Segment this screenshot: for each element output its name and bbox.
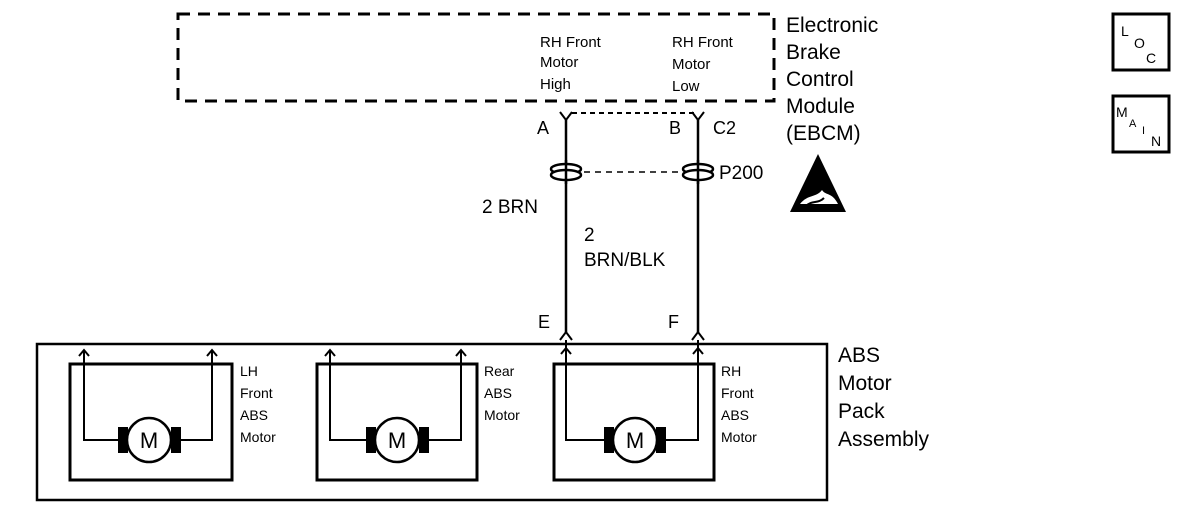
main-button[interactable]: M A I N [1111,94,1171,154]
motor-label-line: Front [240,385,273,401]
motor-pack-name-line: Motor [838,372,892,395]
esd-warning-icon [790,154,846,212]
terminal-a-fork [559,111,573,122]
ebcm-name: Electronic Brake Control Module (EBCM) [786,14,878,145]
pin-a-label-line: High [540,76,571,93]
main-letter: M [1116,104,1128,120]
motor-label-line: RH [721,363,741,379]
inline-connector-label: P200 [719,163,763,184]
motor-label-line: Motor [484,407,520,423]
motor-rh-front-label: RH Front ABS Motor [721,363,757,445]
loc-letter: O [1134,35,1145,51]
main-letter: A [1129,118,1137,130]
motor-label-line: Rear [484,363,515,379]
loc-letter: C [1146,50,1156,66]
wire-b-color: BRN/BLK [584,250,666,271]
ebcm-name-line: Electronic [786,14,878,37]
motor-pack-name: ABS Motor Pack Assembly [838,344,930,451]
pin-b-label-line: RH Front [672,34,734,51]
main-letter: I [1142,125,1145,137]
motor-symbol: M [140,428,158,453]
wire-b-gauge: 2 [584,225,595,246]
motor-pack-name-line: ABS [838,344,880,367]
terminal-f-fork [691,330,705,341]
motor-pack-name-line: Assembly [838,428,930,451]
inline-connector-p200 [549,160,715,184]
ebcm-name-line: Control [786,68,854,91]
motor-label-line: ABS [240,407,268,423]
motor-symbol: M [626,428,644,453]
main-letter: N [1151,133,1161,149]
ebcm-name-line: (EBCM) [786,122,861,145]
pin-b-label-line: Low [672,78,700,95]
loc-button[interactable]: L O C [1111,12,1171,72]
motor-label-line: ABS [721,407,749,423]
ebcm-pin-b-label: RH Front Motor Low [672,34,734,95]
motor-rh-front: M [552,340,716,482]
wire-a-label: 2 BRN [482,197,538,218]
ebcm-name-line: Brake [786,41,841,64]
terminal-b-fork [691,111,705,122]
loc-letter: L [1121,23,1129,39]
pin-a: A [537,118,549,138]
motor-label-line: LH [240,363,258,379]
pin-a-label-line: RH Front [540,34,602,51]
pin-b-label-line: Motor [672,56,710,73]
motor-label-line: Motor [721,429,757,445]
motor-rear: M [315,348,479,482]
ebcm-pin-a-label: RH Front Motor High [540,34,602,93]
motor-pack-box [35,342,829,502]
motor-rear-label: Rear ABS Motor [484,363,520,423]
motor-label-line: ABS [484,385,512,401]
pin-f: F [668,312,679,332]
motor-pack-name-line: Pack [838,400,885,423]
pin-a-label-line: Motor [540,54,578,71]
terminal-e-fork [559,330,573,341]
motor-label-line: Front [721,385,754,401]
motor-lh-front-label: LH Front ABS Motor [240,363,276,445]
motor-symbol: M [388,428,406,453]
ebcm-box [176,12,776,103]
ebcm-connector-c2: C2 [713,118,736,138]
pin-e: E [538,312,550,332]
pin-b: B [669,118,681,138]
ebcm-name-line: Module [786,95,855,118]
motor-lh-front: M [68,348,234,482]
motor-label-line: Motor [240,429,276,445]
